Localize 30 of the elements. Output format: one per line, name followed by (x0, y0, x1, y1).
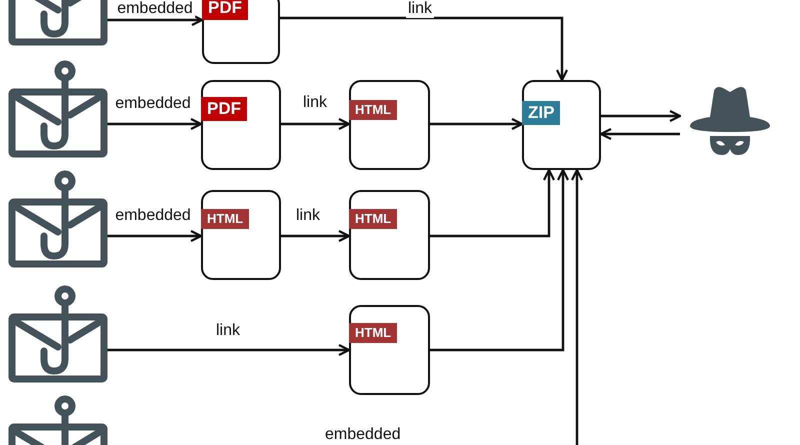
file-type-tag: PDF (202, 0, 248, 20)
file-type-tag: HTML (349, 323, 398, 343)
file-type-tag: HTML (349, 100, 398, 120)
document-box (522, 80, 601, 170)
arrow (281, 230, 350, 242)
document-box (349, 190, 430, 280)
document-box (349, 305, 430, 395)
arrow (600, 128, 680, 140)
arrow (106, 14, 204, 26)
document-box (201, 190, 281, 280)
document-box (349, 80, 430, 170)
arrow (430, 118, 524, 130)
arrow (106, 118, 202, 130)
document-box (201, 80, 281, 170)
file-type-tag: PDF (201, 97, 247, 122)
arrow (430, 168, 570, 352)
edge-label: embedded (115, 0, 195, 18)
arrow (280, 16, 568, 82)
arrow (570, 168, 584, 445)
document-box (202, 0, 280, 64)
file-type-tag: ZIP (522, 101, 560, 126)
file-type-tag: HTML (201, 209, 250, 229)
file-type-tag: HTML (349, 209, 398, 229)
edge-label: link (406, 0, 434, 18)
label: embedded (325, 426, 401, 444)
arrow (281, 118, 350, 130)
arrow (106, 230, 202, 242)
arrow (430, 168, 556, 238)
arrow (601, 110, 682, 122)
arrow (106, 344, 350, 356)
